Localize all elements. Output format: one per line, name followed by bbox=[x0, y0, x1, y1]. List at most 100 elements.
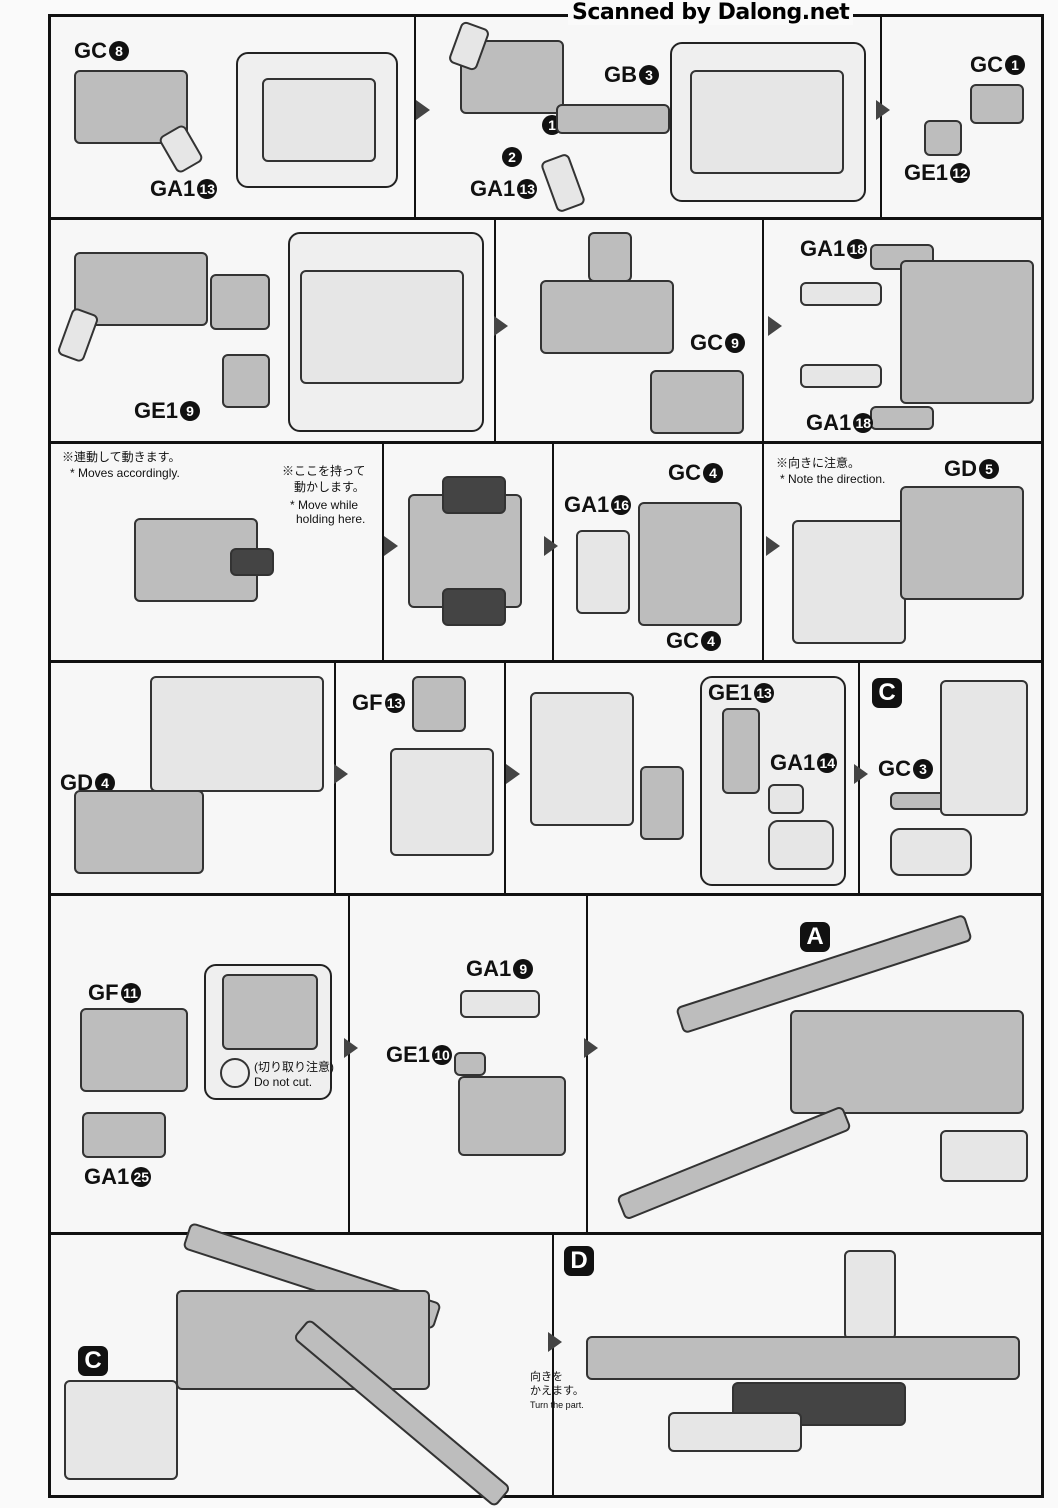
note-jp: 動かします。 bbox=[294, 480, 365, 494]
peg-callout-illustration bbox=[800, 364, 882, 388]
section-letter-c: C bbox=[872, 678, 902, 708]
no-cut-icon bbox=[220, 1058, 250, 1088]
note-jp: ※向きに注意。 bbox=[776, 456, 861, 470]
step-arrow-icon bbox=[854, 764, 868, 784]
step-arrow-icon bbox=[768, 316, 782, 336]
cap-part-illustration bbox=[924, 120, 962, 156]
column-divider bbox=[382, 441, 384, 660]
rail-part-illustration bbox=[556, 104, 670, 134]
body-part-illustration bbox=[790, 1010, 1024, 1114]
detail-illustration bbox=[300, 270, 464, 384]
column-divider bbox=[762, 217, 764, 441]
cap-part-illustration bbox=[650, 370, 744, 434]
cap-part-illustration bbox=[640, 766, 684, 840]
cap-part-illustration bbox=[668, 1412, 802, 1452]
peg-callout-illustration bbox=[800, 282, 882, 306]
cap-part-illustration bbox=[588, 232, 632, 282]
section-letter-a: A bbox=[800, 922, 830, 952]
step-arrow-icon bbox=[876, 100, 890, 120]
section-letter-c: C bbox=[78, 1346, 108, 1376]
base-part-illustration bbox=[458, 1076, 566, 1156]
peg-part-illustration bbox=[870, 406, 934, 430]
detail-illustration bbox=[690, 70, 844, 174]
row-divider bbox=[48, 1232, 1044, 1235]
row-divider bbox=[48, 893, 1044, 896]
cap-part-illustration bbox=[454, 1052, 486, 1076]
step-arrow-icon bbox=[384, 536, 398, 556]
rail-callout bbox=[890, 828, 972, 876]
column-divider bbox=[586, 893, 588, 1232]
clear-part-callout bbox=[768, 820, 834, 870]
row-divider bbox=[48, 217, 1044, 220]
step-arrow-icon bbox=[334, 764, 348, 784]
cap-part-illustration bbox=[80, 1008, 188, 1092]
column-divider bbox=[504, 660, 506, 893]
body-part-illustration bbox=[586, 1336, 1020, 1380]
clear-part-illustration bbox=[460, 990, 540, 1018]
turn-note-en: Turn the part. bbox=[530, 1400, 584, 1410]
cap-part-illustration bbox=[722, 708, 760, 794]
body-part-illustration bbox=[792, 520, 906, 644]
cap-part-illustration bbox=[64, 1380, 178, 1480]
body-part-illustration bbox=[638, 502, 742, 626]
step-arrow-icon bbox=[506, 764, 520, 784]
step-arrow-icon bbox=[344, 1038, 358, 1058]
note-en: holding here. bbox=[296, 512, 366, 526]
column-divider bbox=[762, 441, 764, 660]
frame-part-illustration bbox=[74, 252, 208, 326]
step-arrow-icon bbox=[766, 536, 780, 556]
cap-part-illustration bbox=[412, 676, 466, 732]
cap-part-illustration bbox=[970, 84, 1024, 124]
step-arrow-icon bbox=[544, 536, 558, 556]
handle-part-illustration bbox=[230, 548, 274, 576]
column-divider bbox=[552, 1232, 554, 1498]
turn-note-jp: 向きを bbox=[530, 1371, 563, 1383]
body-part-illustration bbox=[150, 676, 324, 792]
cap-part-illustration bbox=[844, 1250, 896, 1340]
cover-part-illustration bbox=[74, 790, 204, 874]
body-part-illustration bbox=[530, 692, 634, 826]
cut-note-en: Do not cut. bbox=[254, 1075, 313, 1089]
step-arrow-icon bbox=[548, 1332, 562, 1352]
detail-illustration bbox=[262, 78, 376, 162]
step-arrow-icon bbox=[494, 316, 508, 336]
body-part-illustration bbox=[940, 680, 1028, 816]
note-jp: ※ここを持って bbox=[282, 464, 366, 478]
base-part-illustration bbox=[82, 1112, 166, 1158]
cap-part-illustration bbox=[222, 354, 270, 408]
step-number: 2 bbox=[500, 144, 522, 170]
shield-part-illustration bbox=[442, 588, 506, 626]
watermark: Scanned by Dalong.net bbox=[568, 0, 854, 25]
turn-note-jp: かえます。 bbox=[530, 1385, 584, 1397]
note-en: * Note the direction. bbox=[780, 472, 886, 486]
detail-illustration bbox=[222, 974, 318, 1050]
frame-part-illustration bbox=[540, 280, 674, 354]
shield-part-illustration bbox=[442, 476, 506, 514]
note-en: * Move while bbox=[290, 498, 359, 512]
column-divider bbox=[348, 893, 350, 1232]
clear-part-illustration bbox=[768, 784, 804, 814]
row-divider bbox=[48, 660, 1044, 663]
step-arrow-icon bbox=[416, 100, 430, 120]
step-arrow-icon bbox=[584, 1038, 598, 1058]
